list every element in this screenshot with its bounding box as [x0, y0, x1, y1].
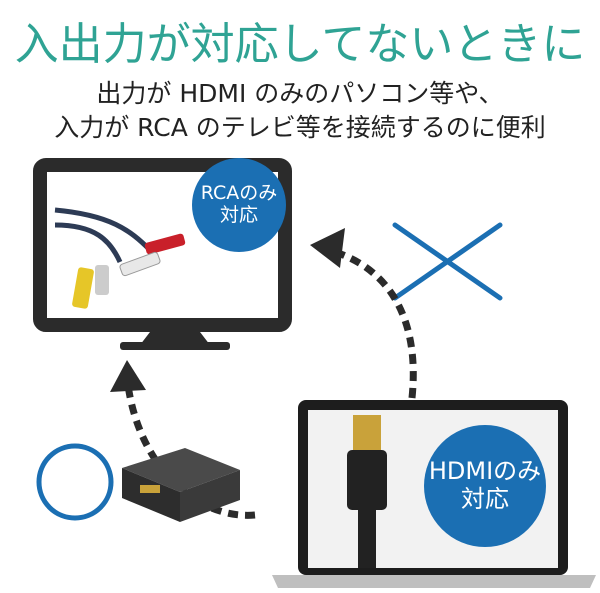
- subtitle-line-2: 入力が RCA のテレビ等を接続するのに便利: [54, 113, 546, 142]
- ng-cross-icon: [392, 222, 503, 301]
- hdmi-badge-line-1: HDMIのみ: [428, 457, 542, 486]
- hdmi-badge-line-2: 対応: [461, 485, 509, 513]
- hdmi-only-badge: HDMIのみ 対応: [424, 425, 546, 547]
- hdmi-cable-image: [347, 415, 387, 568]
- dashed-arrow-laptop-to-tv: [310, 228, 417, 399]
- subtitle-line-1: 出力が HDMI のみのパソコン等や、: [96, 79, 504, 108]
- converter-device: [122, 448, 240, 522]
- rca-badge-line-1: RCAのみ: [200, 182, 278, 205]
- rca-badge-line-2: 対応: [219, 204, 258, 226]
- page-title: 入出力が対応してないときに: [14, 19, 586, 70]
- rca-only-badge: RCAのみ 対応: [192, 158, 286, 252]
- rca-cable-image: [54, 207, 186, 309]
- ok-circle-icon: [36, 443, 114, 521]
